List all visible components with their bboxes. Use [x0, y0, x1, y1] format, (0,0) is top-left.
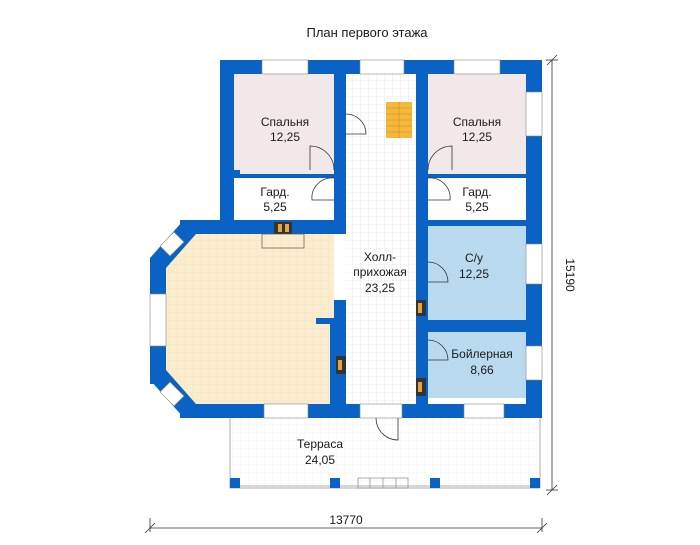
room-label-bedroom-left: Спальня: [261, 115, 309, 129]
dimension-width: [144, 518, 548, 534]
doors: [309, 113, 453, 441]
wardrobe-left-fill: [234, 176, 334, 220]
room-label-hall-line1: Холл-: [364, 250, 396, 264]
room-area-boiler: 8,66: [470, 363, 494, 377]
terrace-fill: [230, 416, 540, 488]
dimension-width-label: 13770: [329, 513, 363, 527]
room-area-bedroom-right: 12,25: [462, 130, 492, 144]
room-area-terrace: 24,05: [305, 453, 335, 467]
room-label-hall-line2: прихожая: [353, 265, 406, 279]
windows: [149, 59, 543, 419]
dimension-height-label: 15190: [563, 258, 577, 292]
bedroom-right-fill: [428, 74, 526, 176]
dimension-height: [546, 54, 558, 496]
fireplace: [261, 222, 305, 249]
terrace-posts: [230, 478, 540, 488]
room-label-boiler: Бойлерная: [451, 347, 512, 361]
living-grid: [166, 234, 334, 404]
bathroom-grid: [428, 226, 526, 320]
terrace-steps: [357, 477, 409, 489]
room-area-wardrobe-right: 5,25: [465, 200, 489, 214]
room-label-bedroom-right: Спальня: [453, 115, 501, 129]
plan-title: План первого этажа: [306, 25, 428, 40]
room-area-wardrobe-left: 5,25: [263, 200, 287, 214]
boiler-equipment: [336, 300, 426, 396]
room-label-wardrobe-left: Гард.: [260, 185, 289, 199]
boiler-grid: [428, 332, 526, 398]
hall-fill: [346, 140, 416, 404]
room-area-bedroom-left: 12,25: [270, 130, 300, 144]
room-area-bathroom: 12,25: [459, 267, 489, 281]
room-label-terrace: Терраса: [297, 437, 343, 451]
room-label-wardrobe-right: Гард.: [462, 185, 491, 199]
stairs: [386, 102, 412, 138]
room-area-hall: 23,25: [365, 281, 395, 295]
room-label-bathroom: С/у: [465, 251, 483, 265]
bedroom-left-fill: [234, 74, 334, 176]
